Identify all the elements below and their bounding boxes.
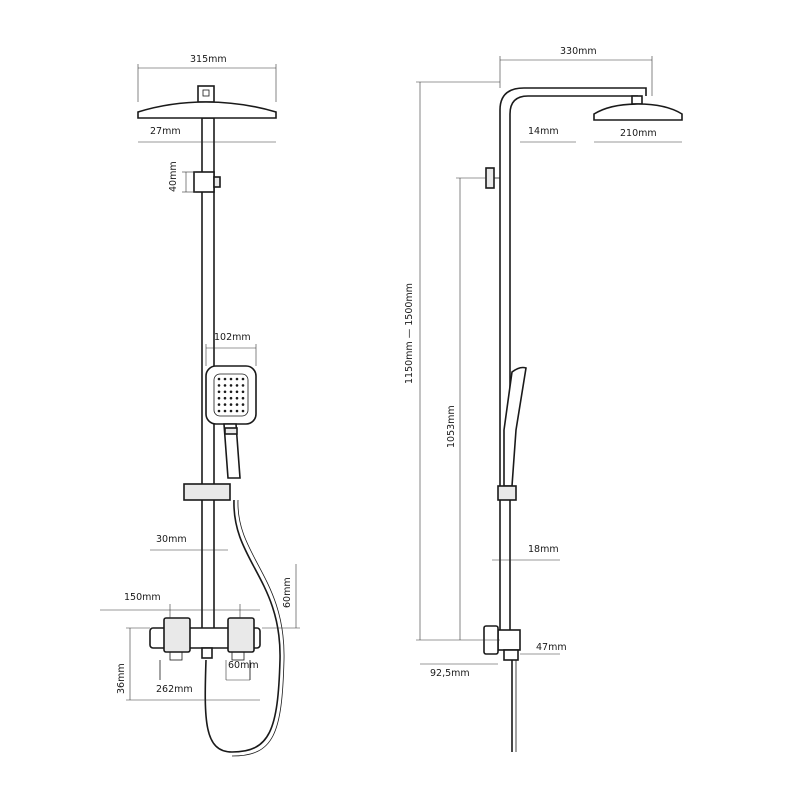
label-wall-projection: 92,5mm bbox=[430, 668, 470, 679]
nozzle-dot bbox=[217, 377, 221, 381]
nozzle-dot bbox=[229, 396, 233, 400]
hand-shower-face bbox=[213, 373, 249, 417]
label-head-diameter: 210mm bbox=[620, 128, 657, 139]
wall-outlet-left bbox=[169, 651, 183, 661]
handset-holder bbox=[183, 483, 231, 501]
mixer-outlet bbox=[201, 647, 213, 659]
nozzle-grid bbox=[217, 377, 245, 413]
label-bracket-height: 40mm bbox=[168, 161, 179, 192]
nozzle-dot bbox=[229, 403, 233, 406]
nozzle-dot bbox=[235, 409, 239, 413]
side-dimension-lines bbox=[416, 56, 682, 665]
nozzle-dot bbox=[241, 377, 245, 381]
nozzle-dot bbox=[241, 384, 245, 387]
nozzle-dot bbox=[229, 384, 233, 387]
head-connector bbox=[197, 85, 215, 103]
mixer-right-knob bbox=[227, 617, 255, 653]
label-head-thickness: 27mm bbox=[150, 126, 181, 137]
front-view: 315mm 27mm 40mm 102mm 30mm 150mm 60mm 60… bbox=[100, 54, 300, 757]
label-pipe-height: 1053mm bbox=[446, 405, 457, 448]
wall-outlet-right bbox=[231, 651, 245, 661]
overhead-shower-head bbox=[137, 101, 277, 119]
label-arm-length: 330mm bbox=[560, 46, 597, 57]
nozzle-dot bbox=[217, 390, 221, 394]
side-riser-and-arm bbox=[499, 87, 647, 640]
side-wall-bracket bbox=[485, 167, 495, 189]
side-mixer-outlet bbox=[503, 649, 519, 661]
nozzle-dot bbox=[217, 384, 221, 387]
label-lower-pipe-diameter: 18mm bbox=[528, 544, 559, 555]
label-arm-diameter: 14mm bbox=[528, 126, 559, 137]
nozzle-dot bbox=[241, 409, 245, 413]
hand-shower-handle bbox=[223, 423, 241, 479]
head-connector-inner bbox=[202, 89, 210, 97]
nozzle-dot bbox=[235, 384, 239, 387]
shower-hose-inner bbox=[231, 499, 285, 757]
label-mixer-height: 36mm bbox=[116, 663, 127, 694]
side-handset-holder bbox=[497, 485, 517, 501]
nozzle-dot bbox=[223, 384, 227, 387]
label-mixer-depth: 47mm bbox=[536, 642, 567, 653]
side-head-connector bbox=[631, 95, 643, 105]
shower-hose bbox=[204, 499, 281, 753]
side-riser-and-arm-inner bbox=[509, 95, 638, 640]
label-mixer-spacing: 150mm bbox=[124, 592, 161, 603]
mixer-left-knob bbox=[163, 617, 191, 653]
side-hand-shower bbox=[503, 366, 527, 487]
nozzle-dot bbox=[223, 396, 227, 400]
top-bracket bbox=[193, 171, 215, 193]
nozzle-dot bbox=[217, 409, 221, 413]
nozzle-dot bbox=[217, 403, 221, 406]
nozzle-dot bbox=[223, 409, 227, 413]
side-view: 330mm 14mm 210mm 1150mm — 1500mm 1053mm … bbox=[404, 46, 683, 752]
nozzle-dot bbox=[223, 390, 227, 394]
handle-ring bbox=[224, 427, 238, 435]
top-bracket-knob bbox=[213, 176, 221, 188]
label-total-height: 1150mm — 1500mm bbox=[404, 283, 415, 384]
label-hose-offset: 60mm bbox=[282, 577, 293, 608]
label-head-width: 315mm bbox=[190, 54, 227, 65]
nozzle-dot bbox=[223, 377, 227, 381]
nozzle-dot bbox=[217, 396, 221, 400]
nozzle-dot bbox=[241, 403, 245, 406]
nozzle-dot bbox=[235, 377, 239, 381]
label-mixer-width: 262mm bbox=[156, 684, 193, 695]
side-shower-head bbox=[593, 103, 683, 121]
label-outlet-width: 60mm bbox=[228, 660, 259, 671]
nozzle-dot bbox=[229, 409, 233, 413]
nozzle-dot bbox=[223, 403, 227, 406]
nozzle-dot bbox=[241, 390, 245, 394]
nozzle-dot bbox=[235, 403, 239, 406]
nozzle-dot bbox=[235, 390, 239, 394]
nozzle-dot bbox=[229, 377, 233, 381]
label-pipe-diameter: 30mm bbox=[156, 534, 187, 545]
nozzle-dot bbox=[241, 396, 245, 400]
nozzle-dot bbox=[229, 390, 233, 394]
nozzle-dot bbox=[235, 396, 239, 400]
front-dimension-lines bbox=[100, 64, 300, 701]
hand-shower-head bbox=[205, 365, 257, 425]
label-handset-width: 102mm bbox=[214, 332, 251, 343]
side-mixer-body bbox=[497, 629, 521, 651]
